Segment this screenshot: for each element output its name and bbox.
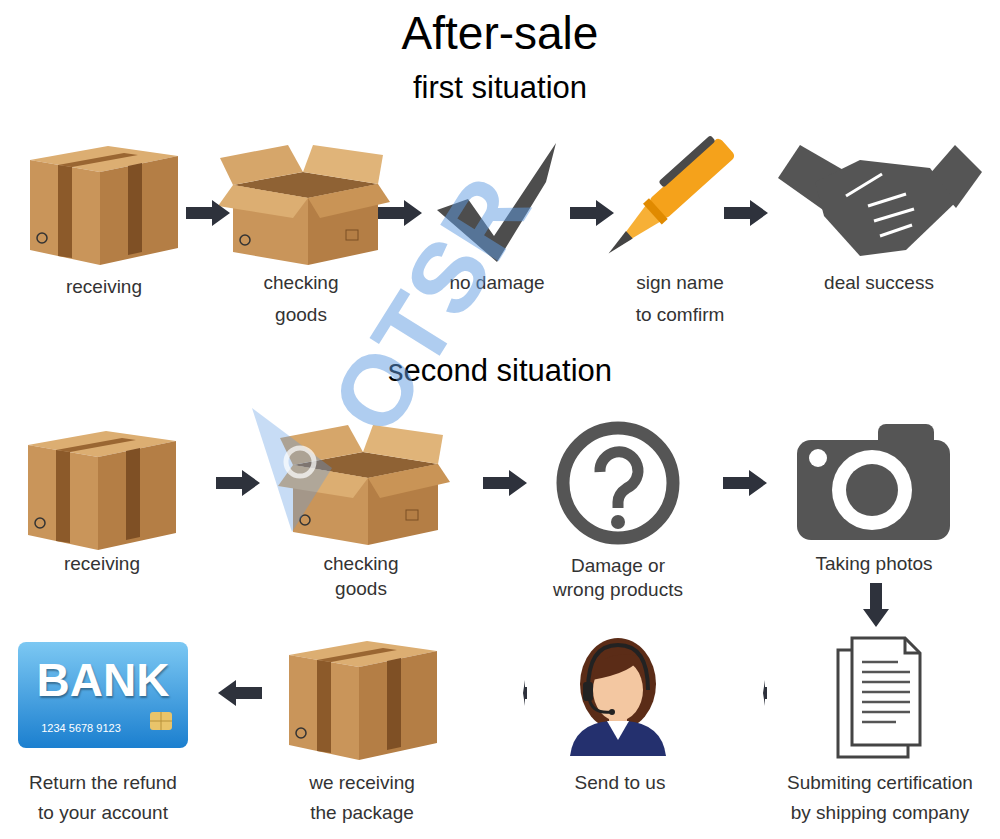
front-page (852, 638, 920, 745)
flow-arrow (763, 680, 767, 706)
step-caption: no damage (427, 267, 567, 299)
step-icon: no damage (422, 135, 570, 330)
step-caption: Send to us (545, 771, 695, 795)
step-caption: we receiving the package (300, 768, 425, 828)
step-icon: deal success (768, 135, 985, 330)
question-dot (611, 515, 625, 529)
flow-arrow (218, 680, 262, 706)
flow-arrow (186, 200, 230, 226)
finger-line (846, 174, 882, 196)
flow-arrow (523, 680, 527, 706)
card-number: 1234 5678 9123 (31, 721, 131, 735)
step-caption: sign name to comfirm (630, 267, 730, 331)
flow-arrow (724, 200, 768, 226)
check-icon (437, 143, 556, 262)
camera-lens (832, 450, 912, 530)
step-icon: checking goods (230, 135, 378, 330)
step-icon: we receiving the package (262, 627, 523, 830)
finger-line (880, 225, 912, 236)
hair (580, 638, 656, 730)
step-caption: Damage or wrong products (546, 554, 691, 602)
body (570, 721, 666, 756)
step-icon: Submiting certification by shipping comp… (767, 627, 995, 830)
document-icon (838, 638, 920, 757)
pen-tip (605, 231, 632, 257)
step-icon: Taking photos (767, 415, 985, 583)
question-hook (600, 452, 638, 508)
question-ring (563, 428, 673, 538)
closed-box-icon (289, 641, 437, 760)
flow-arrow (723, 470, 767, 496)
microphone (589, 698, 611, 712)
card (18, 642, 188, 748)
headset-band (588, 645, 648, 690)
flow-arrow (570, 200, 614, 226)
closed-box-icon (28, 431, 176, 550)
step-caption: checking goods (256, 267, 346, 331)
step-icon: Damage or wrong products (527, 415, 723, 583)
camera-lens-core (846, 464, 898, 516)
step-caption: deal success (779, 267, 979, 299)
step-icon: checking goods (260, 415, 483, 583)
collar (607, 721, 629, 740)
hands (815, 160, 956, 256)
step-caption: Submiting certification by shipping comp… (778, 768, 983, 828)
step-caption: receiving (34, 275, 174, 299)
finger-line (874, 209, 914, 221)
camera-icon (797, 424, 950, 540)
step-icon: BANK 1234 5678 9123Return the refund to y… (10, 627, 218, 830)
pen-icon (595, 132, 737, 264)
bangs (592, 654, 640, 680)
watermark-logo (252, 408, 332, 532)
step-icon: receiving (25, 135, 186, 330)
step-caption: Return the refund to your account (23, 768, 183, 828)
step-icon: sign name to comfirm (614, 135, 724, 330)
question-icon (563, 428, 673, 538)
finger-line (868, 194, 906, 206)
pen-band (643, 198, 668, 224)
watermark: OTSR (304, 149, 556, 462)
chip-line (161, 712, 162, 730)
step-caption: receiving (32, 552, 172, 576)
flow-arrow (378, 200, 422, 226)
step-caption: Taking photos (784, 552, 964, 576)
step-icon: Send to us (527, 627, 763, 830)
flow-arrow (863, 583, 889, 627)
bank-card-icon (18, 642, 188, 748)
closed-box-icon (30, 146, 178, 265)
flow-arrow (216, 470, 260, 496)
section-heading: second situation (0, 351, 1000, 391)
card-chip (150, 712, 172, 730)
support-agent-icon (570, 638, 666, 756)
watermark-logo-ring (286, 448, 314, 476)
step-caption: checking goods (316, 551, 406, 601)
microphone-tip (609, 709, 615, 715)
handshake-icon (778, 145, 982, 256)
pen-clip (658, 135, 715, 188)
flow-arrow (483, 470, 527, 496)
card-brand: BANK (23, 655, 183, 705)
step-icon: receiving (25, 415, 216, 583)
earpiece (583, 682, 593, 701)
diagram-title: After-sale (0, 5, 1000, 61)
section-heading: first situation (0, 68, 1000, 108)
page-fold (905, 638, 920, 653)
text-lines (862, 662, 910, 722)
open-box-icon (218, 145, 390, 265)
camera-body (797, 440, 950, 540)
pen-body (648, 137, 736, 220)
camera-flash (809, 449, 827, 467)
